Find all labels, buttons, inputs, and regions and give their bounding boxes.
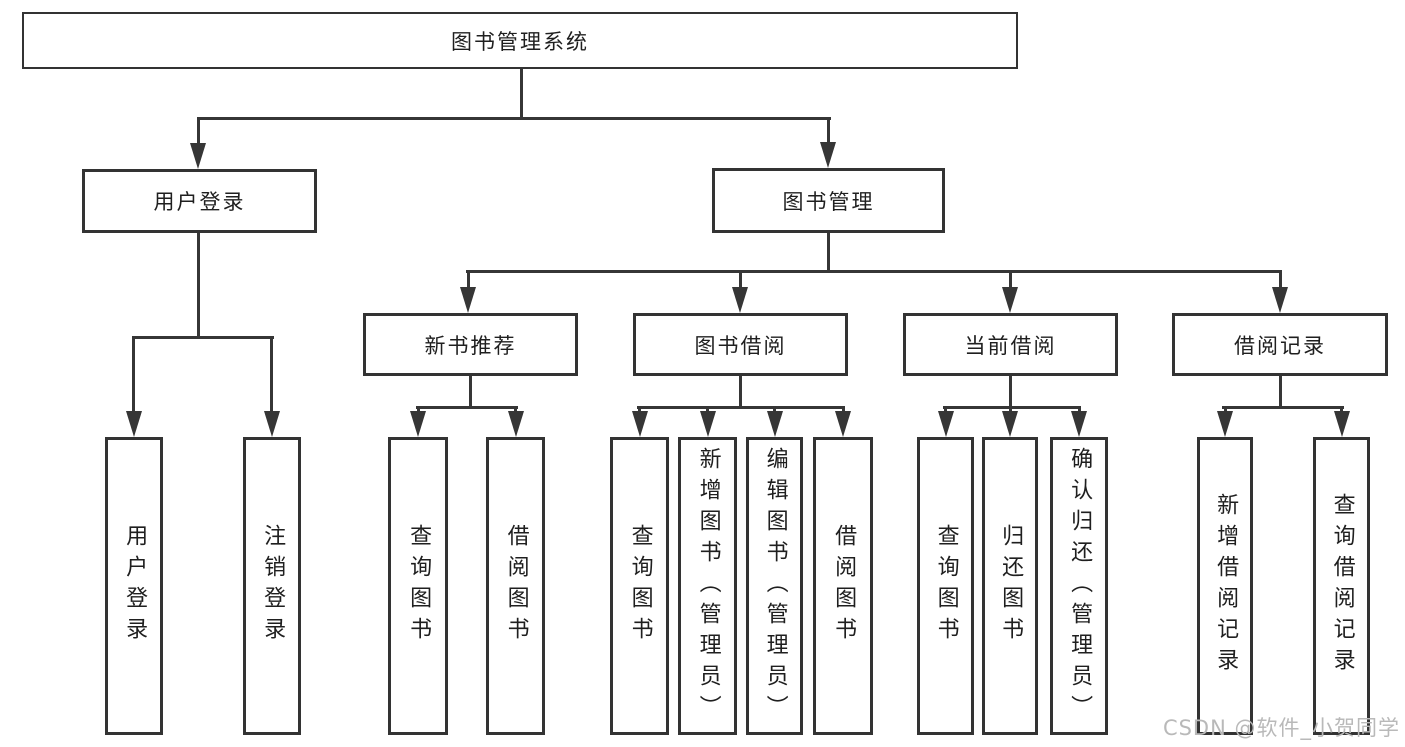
leaf-logout-label: 注销登录 xyxy=(260,524,286,648)
node-user-login-label: 用户登录 xyxy=(153,190,246,214)
arrowhead-down-icon xyxy=(632,411,648,437)
node-new-book-recommend-label: 新书推荐 xyxy=(424,333,517,358)
arrowhead-down-icon xyxy=(508,411,524,437)
leaf-user-login-label: 用户登录 xyxy=(122,524,148,648)
leaf-add-borrow-record-label: 新增借阅记录 xyxy=(1213,493,1239,679)
connector-segment xyxy=(1279,270,1282,292)
leaf-confirm-return-admin-label: 确认归还（管理员） xyxy=(1067,446,1093,726)
leaf-recommend-query-books-label: 查询图书 xyxy=(406,524,432,648)
leaf-query-borrow-record: 查询借阅记录 xyxy=(1313,437,1370,735)
arrowhead-down-icon xyxy=(700,411,716,437)
connector-segment xyxy=(739,270,742,292)
arrowhead-down-icon xyxy=(1002,411,1018,437)
leaf-add-books-admin-label: 新增图书（管理员） xyxy=(695,446,721,726)
node-book-borrow-label: 图书借阅 xyxy=(694,333,787,358)
connector-segment xyxy=(827,117,830,149)
leaf-query-borrow-record-label: 查询借阅记录 xyxy=(1329,493,1355,679)
arrowhead-down-icon xyxy=(732,287,748,313)
connector-segment xyxy=(132,336,274,339)
arrowhead-down-icon xyxy=(1071,411,1087,437)
connector-segment xyxy=(637,406,845,409)
leaf-recommend-borrow-books: 借阅图书 xyxy=(486,437,545,735)
leaf-borrow-query-books: 查询图书 xyxy=(610,437,669,735)
arrowhead-down-icon xyxy=(1002,287,1018,313)
arrowhead-down-icon xyxy=(1272,287,1288,313)
connector-segment xyxy=(1009,376,1012,409)
connector-segment xyxy=(469,376,472,409)
connector-segment xyxy=(197,233,200,339)
arrowhead-down-icon xyxy=(835,411,851,437)
leaf-borrow-books: 借阅图书 xyxy=(813,437,873,735)
node-book-management-label: 图书管理 xyxy=(782,189,875,214)
node-root-label: 图书管理系统 xyxy=(451,29,589,54)
arrowhead-down-icon xyxy=(820,142,836,168)
node-current-borrow-label: 当前借阅 xyxy=(964,333,1057,358)
leaf-confirm-return-admin: 确认归还（管理员） xyxy=(1050,437,1108,735)
leaf-edit-books-admin-label: 编辑图书（管理员） xyxy=(762,446,788,726)
leaf-recommend-borrow-books-label: 借阅图书 xyxy=(503,524,529,648)
node-borrow-records: 借阅记录 xyxy=(1172,313,1388,376)
node-borrow-records-label: 借阅记录 xyxy=(1234,333,1326,358)
arrowhead-down-icon xyxy=(264,411,280,437)
connector-segment xyxy=(416,406,518,409)
connector-segment xyxy=(1009,270,1012,292)
node-user-login: 用户登录 xyxy=(82,169,317,233)
arrowhead-down-icon xyxy=(938,411,954,437)
connector-segment xyxy=(1222,406,1344,409)
connector-segment xyxy=(270,336,273,418)
node-current-borrow: 当前借阅 xyxy=(903,313,1118,376)
node-new-book-recommend: 新书推荐 xyxy=(363,313,578,376)
leaf-return-books: 归还图书 xyxy=(982,437,1038,735)
leaf-logout: 注销登录 xyxy=(243,437,301,735)
arrowhead-down-icon xyxy=(767,411,783,437)
node-book-borrow: 图书借阅 xyxy=(633,313,848,376)
leaf-edit-books-admin: 编辑图书（管理员） xyxy=(746,437,803,735)
arrowhead-down-icon xyxy=(460,287,476,313)
connector-segment xyxy=(1279,376,1282,409)
arrowhead-down-icon xyxy=(410,411,426,437)
arrowhead-down-icon xyxy=(126,411,142,437)
connector-segment xyxy=(132,336,135,418)
leaf-current-query-books: 查询图书 xyxy=(917,437,974,735)
leaf-add-borrow-record: 新增借阅记录 xyxy=(1197,437,1253,735)
leaf-user-login: 用户登录 xyxy=(105,437,163,735)
csdn-watermark: CSDN @软件_小贺同学 xyxy=(1162,716,1400,740)
leaf-current-query-books-label: 查询图书 xyxy=(933,524,959,648)
connector-segment xyxy=(467,270,470,292)
arrowhead-down-icon xyxy=(1217,411,1233,437)
node-root: 图书管理系统 xyxy=(22,12,1018,69)
connector-segment xyxy=(739,376,742,409)
leaf-return-books-label: 归还图书 xyxy=(998,524,1024,648)
leaf-add-books-admin: 新增图书（管理员） xyxy=(678,437,737,735)
arrowhead-down-icon xyxy=(190,143,206,169)
node-book-management: 图书管理 xyxy=(712,168,945,233)
connector-segment xyxy=(197,117,200,149)
connector-segment xyxy=(943,406,1081,409)
leaf-borrow-books-label: 借阅图书 xyxy=(831,524,857,648)
leaf-recommend-query-books: 查询图书 xyxy=(388,437,448,735)
connector-segment xyxy=(827,233,830,273)
arrowhead-down-icon xyxy=(1334,411,1350,437)
connector-segment xyxy=(466,270,1282,273)
leaf-borrow-query-books-label: 查询图书 xyxy=(627,524,653,648)
connector-segment xyxy=(197,117,831,120)
connector-segment xyxy=(520,69,523,120)
